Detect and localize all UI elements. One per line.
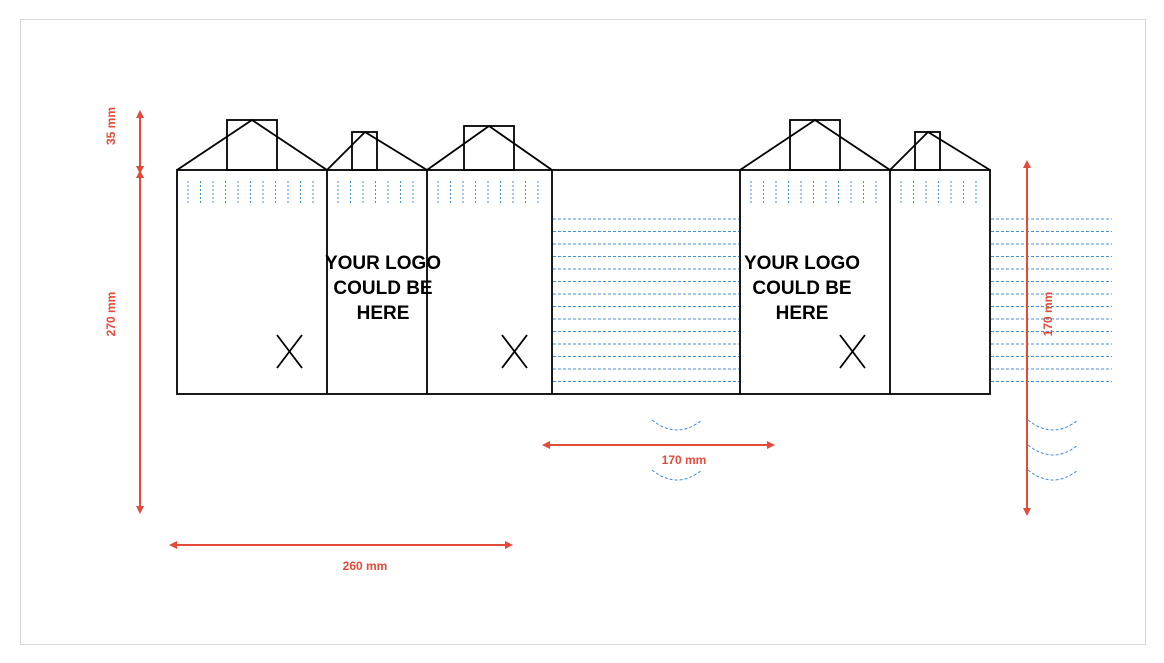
roof-flap-4 bbox=[739, 118, 891, 171]
dimension-lines bbox=[136, 110, 1031, 549]
tab-1 bbox=[226, 119, 278, 171]
logo-line-1: YOUR LOGO bbox=[744, 253, 860, 274]
logo-line-2: COULD BE bbox=[752, 278, 851, 299]
x-mark-1 bbox=[276, 334, 303, 369]
logo-placeholder-2: YOUR LOGO COULD BE HERE bbox=[744, 253, 860, 324]
tab-2 bbox=[351, 131, 378, 171]
side-height-dimension-label: 170 mm bbox=[1041, 292, 1055, 337]
x-mark-3 bbox=[839, 334, 866, 369]
roof-flap-1 bbox=[176, 118, 328, 171]
roof-flap-3 bbox=[426, 124, 553, 171]
tab-3 bbox=[463, 125, 515, 171]
logo-placeholder-1: YOUR LOGO COULD BE HERE bbox=[325, 253, 441, 324]
tab-4 bbox=[789, 119, 841, 171]
logo-line-1: YOUR LOGO bbox=[325, 253, 441, 274]
gusset-dimension-label: 170 mm bbox=[662, 453, 707, 467]
logo-line-3: HERE bbox=[776, 303, 829, 324]
x-mark-2 bbox=[501, 334, 528, 369]
top-flap-dimension-label: 35 mm bbox=[104, 107, 118, 145]
tab-5 bbox=[914, 131, 941, 171]
bag-outline bbox=[176, 118, 991, 395]
horizontal-guide-lines bbox=[553, 218, 1112, 382]
width-dimension-label: 260 mm bbox=[343, 559, 388, 573]
curved-guide-marks bbox=[651, 419, 1079, 481]
vertical-guide-lines bbox=[187, 181, 977, 205]
canvas-frame bbox=[20, 19, 1146, 645]
panel-body-outline bbox=[176, 169, 991, 395]
logo-line-2: COULD BE bbox=[333, 278, 432, 299]
logo-line-3: HERE bbox=[357, 303, 410, 324]
height-dimension-label: 270 mm bbox=[104, 292, 118, 337]
